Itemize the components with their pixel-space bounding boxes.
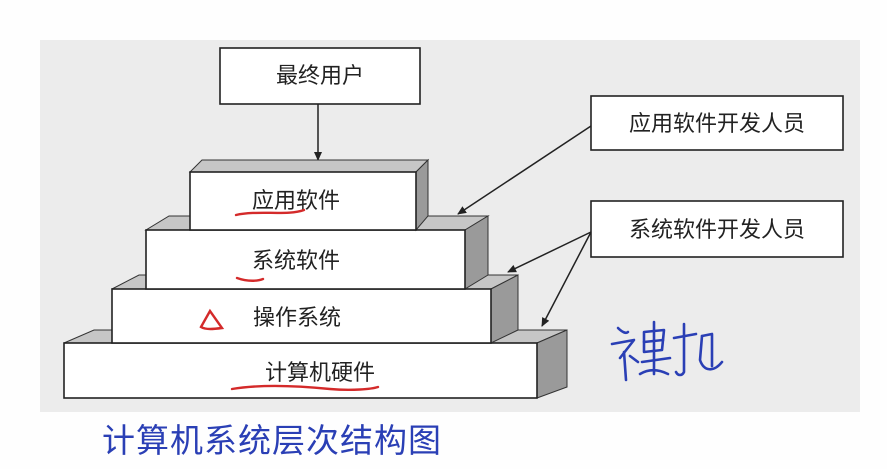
end-user-label: 最终用户 (276, 64, 364, 89)
layer-hardware-label: 计算机硬件 (265, 361, 375, 386)
layer-application-software: 应用软件 (188, 158, 430, 232)
diagram-caption: 计算机系统层次结构图 (102, 421, 442, 460)
layer-system-software-label: 系统软件 (252, 249, 340, 274)
system-developers-arrow-2 (541, 231, 592, 327)
underline-system-software (235, 276, 265, 282)
end-user-box: 最终用户 (219, 47, 421, 105)
callout-app-developers-label: 应用软件开发人员 (629, 112, 805, 137)
triangle-mark-os (199, 308, 225, 331)
callout-app-developers: 应用软件开发人员 (457, 95, 844, 215)
underline-application-software (234, 208, 306, 217)
layer-application-software-label: 应用软件 (252, 189, 340, 214)
system-developers-arrow-1 (507, 231, 592, 273)
app-developers-arrow (457, 125, 592, 215)
red-annotations (199, 208, 380, 392)
layer-system-software: 系统软件 (144, 215, 490, 290)
callout-system-developers: 系统软件开发人员 (507, 200, 844, 327)
handwritten-note-bare-machine (610, 320, 724, 382)
layer-os-label: 操作系统 (253, 306, 341, 331)
callout-system-developers-label: 系统软件开发人员 (629, 218, 805, 243)
underline-hardware (230, 384, 380, 392)
